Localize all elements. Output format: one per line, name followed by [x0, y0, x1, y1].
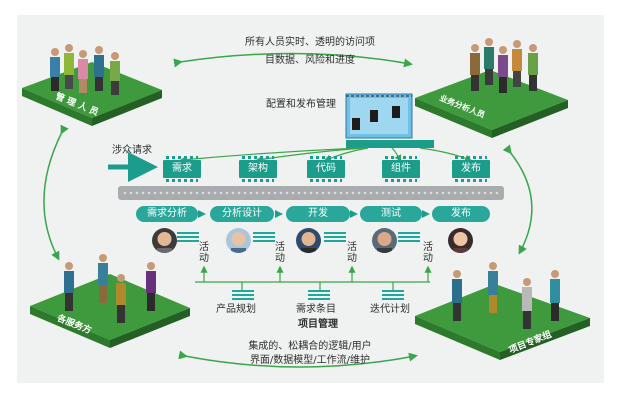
artifact-architecture: 架构	[239, 156, 277, 182]
mgmt-requirement-items: 需求条目	[296, 304, 336, 315]
stage-analysis-design: 分析设计	[210, 206, 274, 222]
people-bottom-right	[452, 262, 560, 329]
feedback-lines	[195, 265, 432, 292]
arrow-right	[502, 144, 533, 255]
activity-icon-3	[324, 232, 346, 242]
mgmt-icon-requirements	[308, 290, 330, 300]
avatar-tester	[372, 228, 397, 253]
people-top-right	[470, 38, 538, 93]
config-server-graphic	[345, 93, 434, 148]
activity-icon-1	[177, 232, 199, 242]
stage-requirement-analysis: 需求分析	[136, 206, 198, 222]
avatar-release-manager	[448, 228, 473, 253]
stage-release: 发布	[432, 206, 490, 222]
stage-arrows	[198, 210, 430, 218]
people-bottom-left	[64, 254, 156, 323]
avatar-designer	[226, 228, 251, 253]
top-text-line1: 所有人员实时、透明的访问项	[245, 37, 375, 48]
stage-testing: 测试	[360, 206, 422, 222]
activity-label-1: 活 动	[199, 242, 209, 264]
artifact-code: 代码	[307, 156, 345, 182]
artifact-component: 组件	[382, 156, 420, 182]
timeline-dots	[122, 189, 500, 197]
activity-label-2: 活 动	[275, 242, 285, 264]
platform-expert-group	[415, 284, 590, 360]
platform-service-parties	[30, 274, 190, 348]
arrow-top	[173, 52, 413, 68]
mgmt-iteration-plan: 迭代计划	[370, 304, 410, 315]
bottom-text-line2: 界面/数据模型/工作流/维护	[249, 355, 371, 366]
artifact-requirements: 需求	[163, 156, 201, 182]
bottom-text-line1: 集成的、松耦合的逻辑/用户	[248, 341, 372, 352]
activity-label-4: 活 动	[423, 242, 433, 264]
arrow-left	[43, 124, 69, 261]
mgmt-product-planning: 产品规划	[216, 304, 256, 315]
artifact-release: 发布	[452, 156, 490, 182]
platform-business-analysts	[415, 70, 568, 138]
mgmt-title: 项目管理	[298, 319, 338, 330]
people-top-left	[50, 44, 120, 95]
avatar-developer	[296, 228, 321, 253]
mgmt-icon-product	[232, 290, 254, 300]
activity-label-3: 活 动	[347, 242, 357, 264]
stage-development: 开发	[286, 206, 350, 222]
top-text-line2: 目数据、风险和进度	[265, 55, 355, 66]
config-label: 配置和发布管理	[266, 99, 336, 110]
arrow-bottom	[178, 350, 418, 368]
avatar-analyst	[152, 228, 177, 253]
request-label: 涉众请求	[112, 145, 152, 156]
mgmt-icon-iteration	[382, 290, 404, 300]
activity-icon-4	[398, 232, 420, 242]
activity-icon-2	[253, 232, 275, 242]
